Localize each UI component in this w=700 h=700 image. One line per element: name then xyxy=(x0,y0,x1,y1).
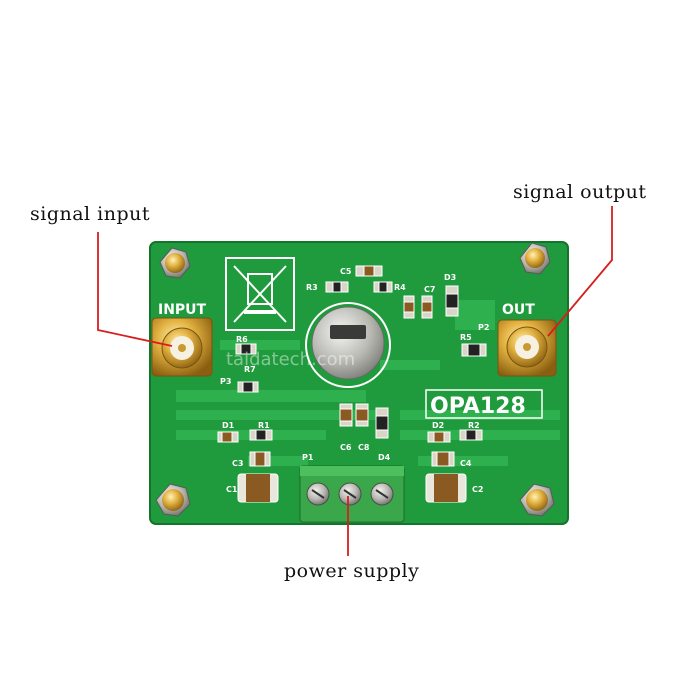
ref-r1: R1 xyxy=(258,421,270,430)
watermark: taidatech.com xyxy=(226,349,355,370)
ref-d1: D1 xyxy=(222,421,235,430)
model-label: OPA128 xyxy=(430,394,526,419)
ref-p1: P1 xyxy=(302,453,314,462)
ref-c7: C7 xyxy=(424,285,435,294)
ref-r5: R5 xyxy=(460,333,472,342)
ref-c6: C6 xyxy=(340,443,352,452)
ref-d2: D2 xyxy=(432,421,444,430)
recycle-bin-symbol xyxy=(225,257,295,331)
ref-r2: R2 xyxy=(468,421,480,430)
output-silkscreen-label: OUT xyxy=(502,302,535,318)
capacitor-c2 xyxy=(425,473,467,503)
ref-d4: D4 xyxy=(378,453,391,462)
ref-r7: R7 xyxy=(244,365,256,374)
sma-input-connector xyxy=(151,317,213,377)
ref-p3: P3 xyxy=(220,377,231,386)
ref-c8: C8 xyxy=(358,443,370,452)
ref-c4: C4 xyxy=(460,459,472,468)
callout-signal-output: signal output xyxy=(513,181,647,203)
ref-d3: D3 xyxy=(444,273,456,282)
ref-r4: R4 xyxy=(394,283,406,292)
ref-c5: C5 xyxy=(340,267,352,276)
ref-c3: C3 xyxy=(232,459,243,468)
ref-c1: C1 xyxy=(226,485,238,494)
smd-components xyxy=(217,265,487,467)
mounting-nut-top-right xyxy=(519,242,551,275)
input-silkscreen-label: INPUT xyxy=(158,302,207,318)
ref-r3: R3 xyxy=(306,283,318,292)
mounting-nut-top-left xyxy=(159,247,191,279)
ref-r6: R6 xyxy=(236,335,248,344)
model-label-box xyxy=(425,389,543,419)
power-terminal-block xyxy=(299,465,405,523)
ref-c2: C2 xyxy=(472,485,483,494)
callout-lines xyxy=(97,206,613,556)
sma-output-connector xyxy=(497,319,557,377)
capacitor-c1 xyxy=(237,473,279,503)
callout-power-supply: power supply xyxy=(284,560,420,582)
mounting-nut-bottom-right xyxy=(519,483,555,517)
callout-signal-input: signal input xyxy=(30,203,151,225)
opamp-metal-can xyxy=(305,302,391,388)
ref-p2: P2 xyxy=(478,323,489,332)
mounting-nut-bottom-left xyxy=(155,483,191,517)
